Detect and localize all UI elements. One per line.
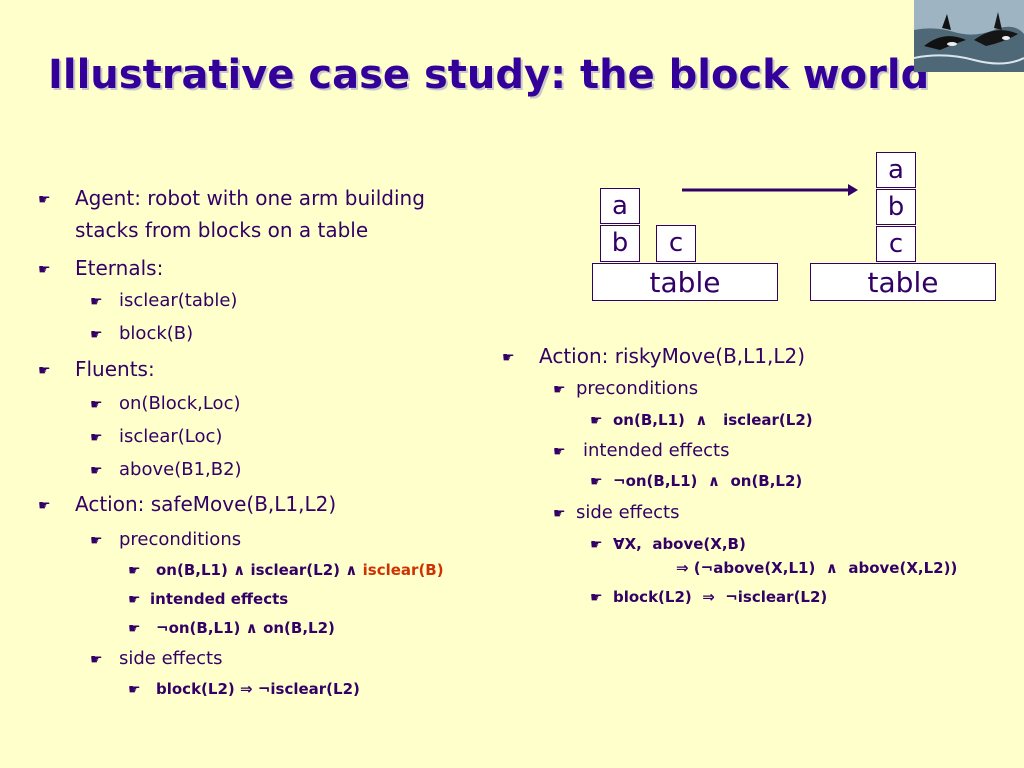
bullet-icon: ☛ <box>128 682 141 698</box>
effect-not-on: on(B,L1) <box>168 619 241 637</box>
bullet-icon: ☛ <box>128 592 141 608</box>
bullet-icon: ☛ <box>553 382 566 398</box>
bullet-icon: ☛ <box>90 397 103 413</box>
bullet-icon: ☛ <box>590 537 603 553</box>
bullet-icon: ☛ <box>38 192 51 208</box>
bullet-icon: ☛ <box>553 444 566 460</box>
bullet-icon: ☛ <box>590 474 603 490</box>
side-effects-heading: side effects <box>576 502 680 523</box>
fluents-heading: Fluents: <box>75 357 155 381</box>
bullet-icon: ☛ <box>502 350 515 366</box>
and-symbol: ∧ <box>345 561 358 579</box>
safemove-side-effects: block(L2) ⇒ ¬isclear(L2) <box>156 680 360 698</box>
bullet-icon: ☛ <box>90 430 103 446</box>
block-c-right: c <box>876 226 916 262</box>
bullet-icon: ☛ <box>590 590 603 606</box>
safemove-effects: ¬on(B,L1) ∧ on(B,L2) <box>156 619 335 637</box>
block-a-left: a <box>600 188 640 224</box>
preconditions-heading: preconditions <box>119 529 242 550</box>
precondition-isclear-l2: isclear(L2) <box>250 561 340 579</box>
table-right: table <box>810 263 996 301</box>
bullet-icon: ☛ <box>90 327 103 343</box>
intended-effects-heading: intended effects <box>150 590 289 608</box>
block-b-right: b <box>876 189 916 225</box>
riskymove-side-effect-block: block(L2) ⇒ ¬isclear(L2) <box>613 588 828 606</box>
side-effect-block: block(L2) <box>156 680 235 698</box>
arrow-icon <box>682 184 858 196</box>
and-symbol: ∧ <box>245 619 258 637</box>
bullet-icon: ☛ <box>128 621 141 637</box>
bullet-icon: ☛ <box>90 533 103 549</box>
riskymove-heading: Action: riskyMove(B,L1,L2) <box>539 344 806 368</box>
riskymove-side-effect-implication: ⇒ (¬above(X,L1) ∧ above(X,L2)) <box>676 559 958 577</box>
block-c-left: c <box>656 225 696 262</box>
agent-text-line1: Agent: robot with one arm building <box>75 186 425 210</box>
bullet-icon: ☛ <box>38 262 51 278</box>
precondition-on: on(B,L1) <box>156 561 228 579</box>
bullet-icon: ☛ <box>128 563 141 579</box>
riskymove-effects: ¬on(B,L1) ∧ on(B,L2) <box>613 472 803 490</box>
bullet-icon: ☛ <box>590 413 603 429</box>
bullet-icon: ☛ <box>90 652 103 668</box>
side-effects-heading: side effects <box>119 648 223 669</box>
implies-symbol: ⇒ <box>240 680 253 698</box>
orca-photo <box>914 0 1024 72</box>
agent-text-line2: stacks from blocks on a table <box>75 218 369 242</box>
and-symbol: ∧ <box>233 561 246 579</box>
fluents-item: isclear(Loc) <box>119 426 223 447</box>
effect-on: on(B,L2) <box>263 619 335 637</box>
bullet-icon: ☛ <box>90 463 103 479</box>
preconditions-heading: preconditions <box>576 378 699 399</box>
fluents-item: on(Block,Loc) <box>119 393 241 414</box>
bullet-icon: ☛ <box>38 363 51 379</box>
riskymove-preconditions: on(B,L1) ∧ isclear(L2) <box>613 411 813 429</box>
eternals-heading: Eternals: <box>75 256 164 280</box>
riskymove-side-effect-forall: ∀X, above(X,B) <box>613 535 746 553</box>
block-b-left: b <box>600 225 640 262</box>
eternals-item: block(B) <box>119 323 194 344</box>
safemove-preconditions: on(B,L1) ∧ isclear(L2) ∧ isclear(B) <box>156 561 444 579</box>
bullet-icon: ☛ <box>90 294 103 310</box>
bullet-icon: ☛ <box>38 498 51 514</box>
eternals-item: isclear(table) <box>119 290 238 311</box>
side-effect-not-isclear: ¬isclear(L2) <box>257 680 360 698</box>
precondition-isclear-b: isclear(B) <box>362 561 444 579</box>
bullet-icon: ☛ <box>553 506 566 522</box>
table-left: table <box>592 263 778 301</box>
not-symbol: ¬ <box>156 619 169 637</box>
safemove-heading: Action: safeMove(B,L1,L2) <box>75 492 337 516</box>
intended-effects-heading: intended effects <box>583 440 730 461</box>
orca-photo-image <box>914 0 1024 72</box>
slide-title: Illustrative case study: the block world <box>48 52 930 98</box>
block-a-right: a <box>876 152 916 188</box>
fluents-item: above(B1,B2) <box>119 459 242 480</box>
